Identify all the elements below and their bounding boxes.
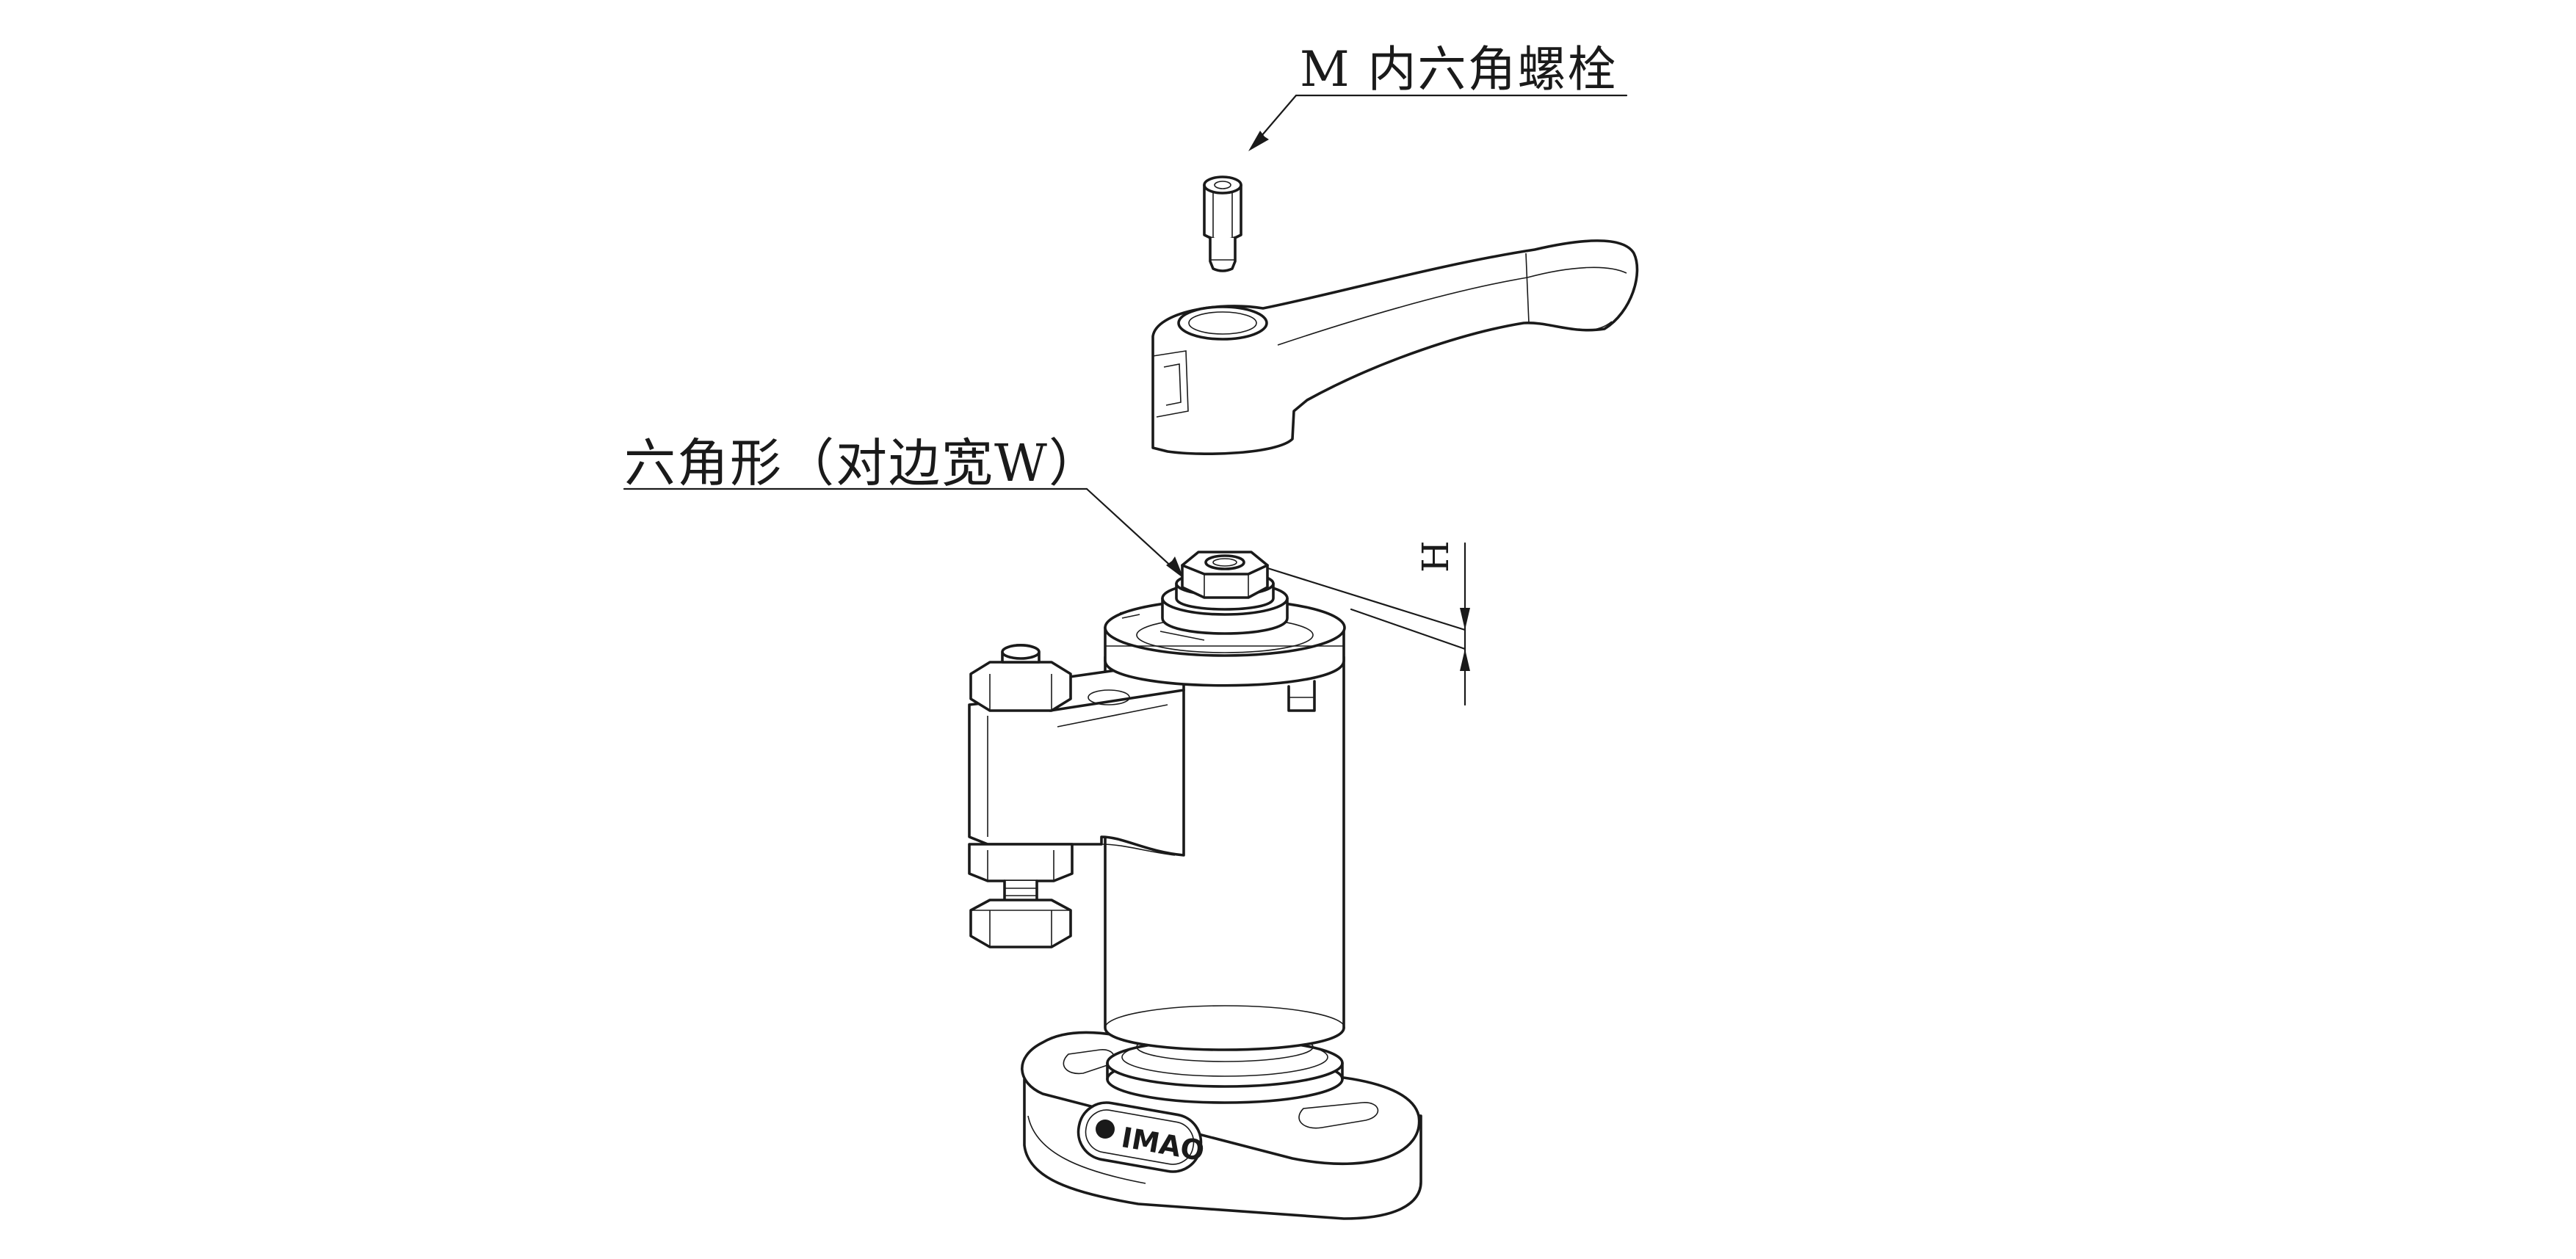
side-bracket (968, 644, 1185, 948)
hexagon-nut (1181, 551, 1269, 599)
bolt-label-leader (1248, 94, 1628, 151)
height-dimension-label: H (1414, 540, 1457, 573)
socket-head-bolt (1203, 175, 1242, 272)
hexagon-width-label: 六角形（对边宽W） (624, 433, 1101, 493)
clamping-lever (1151, 239, 1639, 455)
socket-bolt-label: M 内六角螺栓 (1300, 41, 1618, 98)
hexagon-label-leader (623, 487, 1184, 578)
lower-flange (1106, 1031, 1344, 1104)
height-dimension (1262, 542, 1470, 706)
